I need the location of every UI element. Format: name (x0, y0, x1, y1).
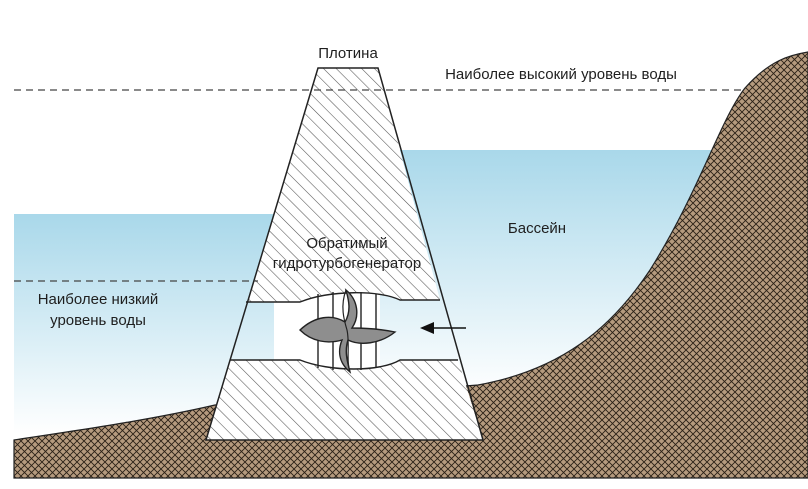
lowest-level-label-line2: уровень воды (50, 312, 146, 329)
turbine-generator (298, 288, 397, 374)
lowest-level-label-line1: Наиболее низкий (38, 291, 159, 308)
reservoir-label: Бассейн (508, 220, 566, 237)
turbine-blade-line (342, 289, 351, 373)
turbine-label-line1: Обратимый (306, 235, 387, 252)
tunnel-top-edge (246, 292, 440, 303)
dam-outline (204, 67, 484, 441)
ground (13, 51, 808, 479)
turbine-label-line2: гидротурбогенератор (273, 255, 421, 272)
dam (204, 67, 484, 441)
dam-lower-block (206, 360, 483, 440)
dam-label: Плотина (318, 45, 378, 62)
tunnel-bottom-edge (230, 359, 458, 370)
dam-upper-block (246, 68, 440, 302)
highest-level-label: Наиболее высокий уровень воды (445, 66, 677, 83)
flow-arrow (420, 322, 466, 334)
